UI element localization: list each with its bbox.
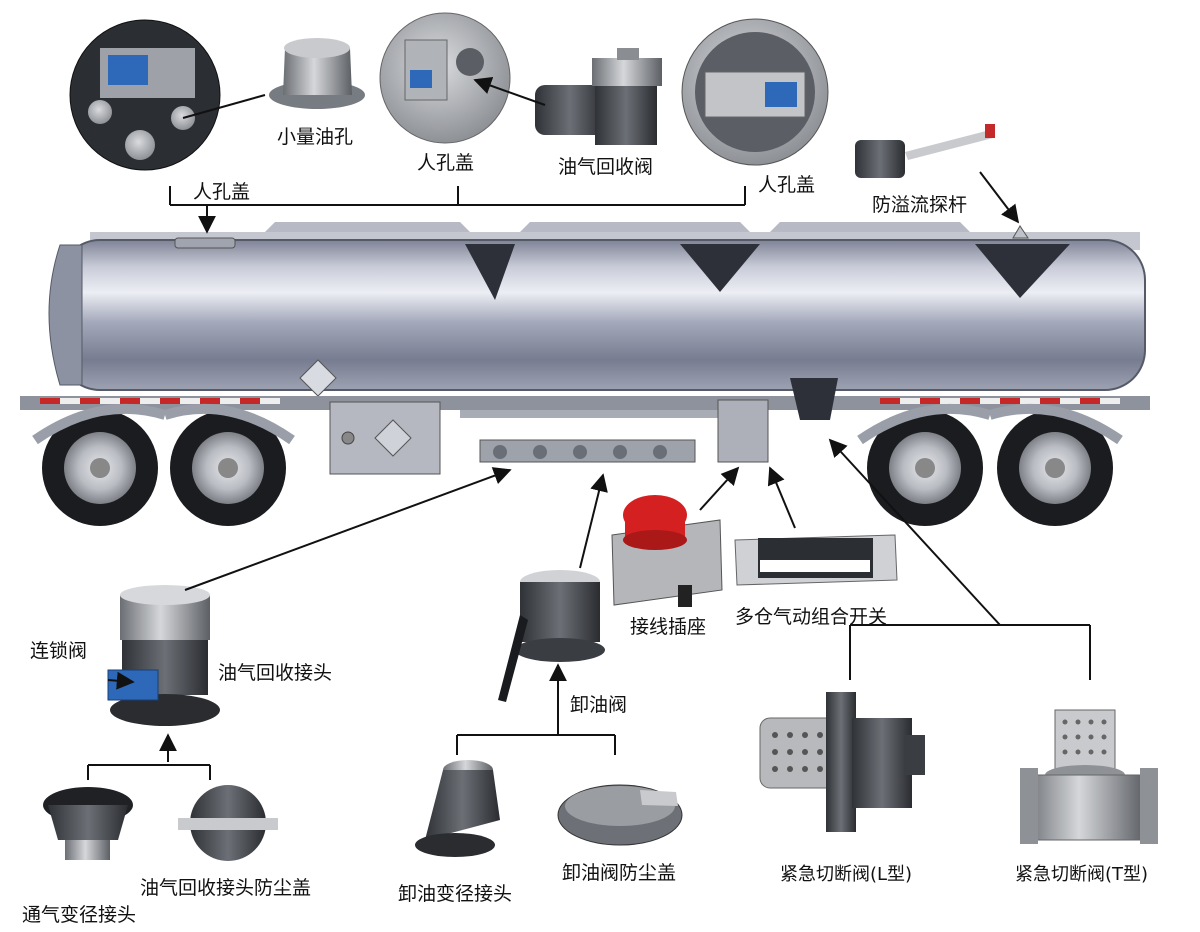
unloading-reducer-image [415,760,500,857]
label-vapor-recovery-valve: 油气回收阀 [558,156,654,178]
label-unloading-reducer: 卸油变径接头 [398,883,513,905]
vapor-recovery-coupler-image [107,585,220,726]
wiring-socket-image [611,495,723,607]
unloading-dust-cap-image [557,784,683,846]
label-emergency-valve-l: 紧急切断阀(L型) [780,864,913,885]
emergency-valve-l-image [759,692,925,832]
pneumatic-switch-image [734,534,898,586]
label-unloading-dust-cap: 卸油阀防尘盖 [562,862,677,884]
unloading-valve-image [498,570,605,702]
valve-manifold [479,439,696,463]
label-manhole-cover-1: 人孔盖 [193,181,251,203]
manhole-cover-2-image [379,12,511,144]
manhole-cover-1-image [69,19,221,171]
wheel-4 [997,410,1113,526]
label-overfill-probe: 防溢流探杆 [872,194,968,216]
label-interlock-valve: 连锁阀 [30,640,88,662]
overfill-probe-image [855,124,995,178]
vapor-dust-cap-image [178,785,278,861]
label-vapor-recovery-coupler: 油气回收接头 [218,662,333,684]
spill-box-1 [465,244,515,300]
wheel-1 [42,410,158,526]
probe-top [1012,225,1029,239]
emergency-valve-t-image [1020,709,1158,844]
label-vent-reducer: 通气变径接头 [22,904,137,926]
vapor-recovery-valve-image [535,48,662,145]
label-unloading-valve: 卸油阀 [570,694,628,716]
label-emergency-valve-t: 紧急切断阀(T型) [1015,864,1149,885]
top-connectors [169,76,1020,234]
manhole-top [174,237,236,249]
tank-trailer [20,222,1150,526]
label-small-oil-port: 小量油孔 [277,126,354,148]
label-pneumatic-switch: 多仓气动组合开关 [735,606,888,628]
wheel-3 [867,410,983,526]
bottom-emergency-valve [790,378,838,420]
manhole-cover-3-image [681,18,829,166]
label-manhole-cover-3: 人孔盖 [758,174,816,196]
small-oil-port-image [269,38,365,109]
label-vapor-dust-cap: 油气回收接头防尘盖 [140,877,312,899]
reflective-tape [40,398,1120,404]
spill-box-2 [680,244,760,292]
bottom-connectors [87,438,1091,780]
wheel-2 [170,410,286,526]
vent-reducer-image [43,787,133,860]
label-manhole-cover-2: 人孔盖 [417,152,475,174]
tank-body [59,239,1146,391]
label-wiring-socket: 接线插座 [630,616,707,638]
spill-box-3 [975,244,1070,298]
